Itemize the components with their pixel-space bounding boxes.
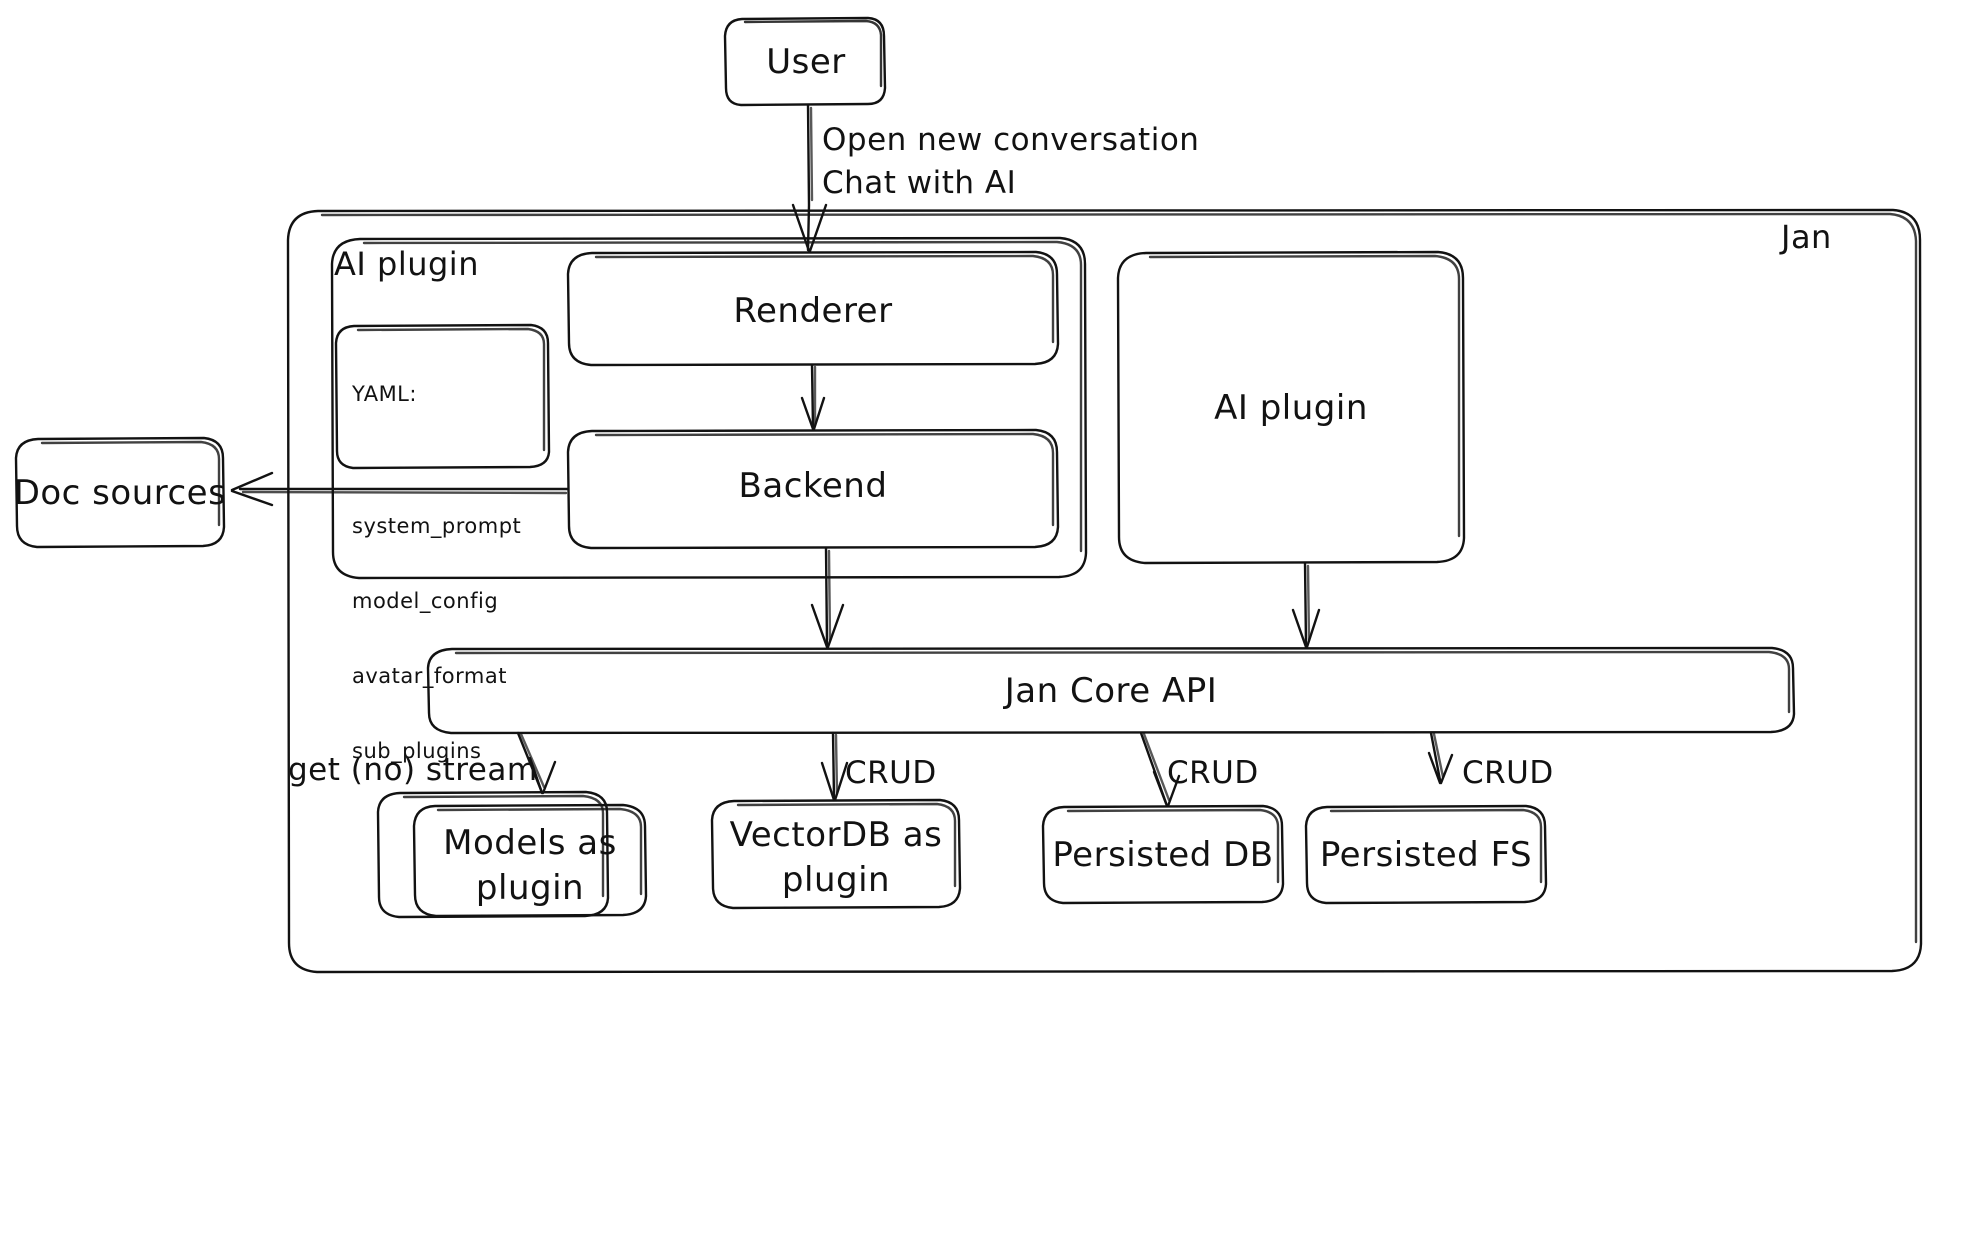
jan-container-shape [286,208,1923,974]
arrow-user-to-renderer [791,103,828,253]
persisted-db-shape [1041,804,1285,905]
ai-plugin-box-shape [1116,250,1466,565]
renderer-box-shape [566,250,1060,367]
arrow-backend-to-core [810,546,845,649]
ai-plugin-container-shape [330,236,1088,580]
arrow-core-to-db [1139,731,1181,808]
arrow-core-to-fs [1427,731,1454,785]
persisted-fs-shape [1304,804,1548,905]
doc-sources-shape [14,436,226,549]
user-box-shape [723,16,887,107]
vectordb-plugin-shape [710,798,962,910]
backend-box-shape [566,428,1060,550]
arrow-ai-plugin-to-core [1291,561,1321,649]
jan-core-api-shape [426,646,1796,735]
arrow-core-to-vectordb [820,731,849,802]
arrow-core-to-models [516,731,557,795]
arrow-renderer-to-backend [800,363,826,431]
yaml-note-shape [334,323,551,470]
arrow-backend-to-doc-sources [230,471,570,507]
models-plugin-inner-shape [412,803,648,918]
